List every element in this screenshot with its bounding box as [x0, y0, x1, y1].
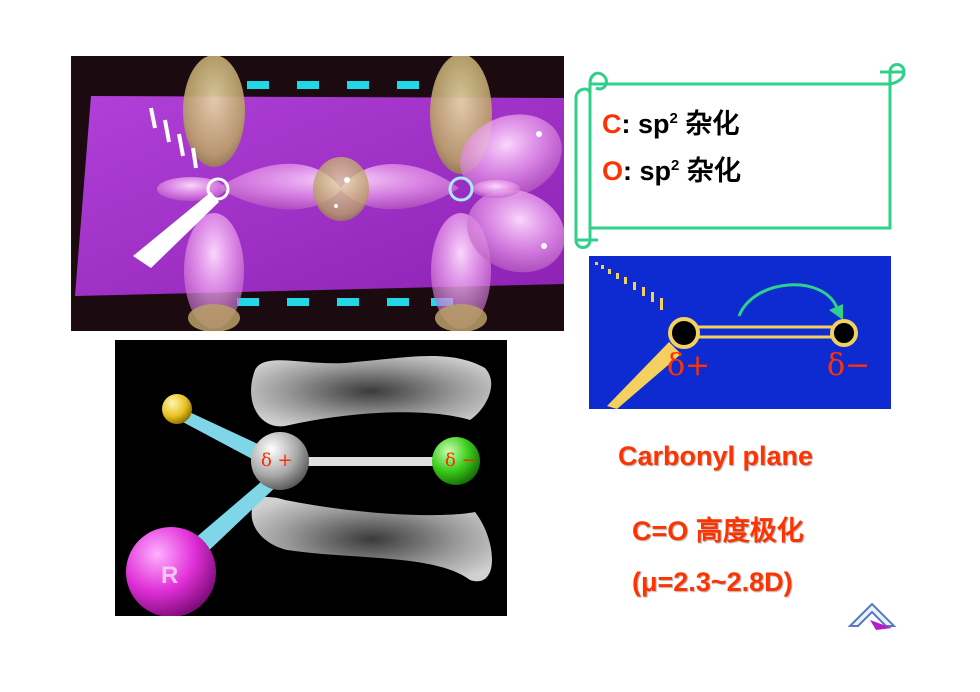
- wedge-bond: [133, 192, 219, 268]
- oxygen-charge-label: δ −: [445, 450, 477, 471]
- oxygen-superscript: 2: [671, 157, 680, 174]
- polarization-caption: C=O 高度极化: [632, 516, 804, 546]
- oxygen-orbital: : sp: [623, 156, 672, 186]
- oxygen-atom: [448, 176, 474, 202]
- hashed-bond: [149, 107, 198, 169]
- electron-shift-arrow: [737, 283, 839, 317]
- carbon-atom: [668, 317, 700, 349]
- carbon-hybridization-line: C: sp2 杂化: [602, 98, 741, 145]
- hybridization-text: C: sp2 杂化 O: sp2 杂化: [602, 98, 741, 192]
- polarity-panel: δ+ δ−: [589, 256, 891, 409]
- delta-minus-label: δ−: [827, 348, 871, 383]
- delta-plus-label: δ+: [667, 348, 711, 383]
- dipole-moment-caption: (μ=2.3~2.8D): [632, 567, 793, 597]
- r-group-label: R: [161, 562, 179, 589]
- oxygen-hybridization-line: O: sp2 杂化: [602, 145, 741, 192]
- carbon-atom: [206, 177, 230, 201]
- orbital-diagram: [71, 56, 564, 331]
- oxygen-symbol: O: [602, 156, 624, 186]
- lower-pi-cloud: [251, 497, 493, 582]
- hydrogen-atom: [162, 394, 192, 424]
- upper-pi-cloud: [251, 355, 492, 427]
- wedge-bond: [607, 342, 681, 409]
- carbon-superscript: 2: [669, 110, 678, 127]
- carbon-symbol: C: [602, 109, 622, 139]
- bond-to-r-group: [187, 470, 283, 558]
- hybridization-scroll: [568, 58, 908, 254]
- oxygen-ball: [432, 437, 480, 485]
- r-group-ball: [126, 527, 216, 616]
- oxygen-atom: [830, 319, 858, 347]
- bond-to-hydrogen: [179, 410, 275, 468]
- carbonyl-plane-caption: Carbonyl plane: [618, 441, 814, 471]
- carbon-hybrid-label: 杂化: [685, 109, 740, 139]
- home-navigation-icon[interactable]: [846, 598, 898, 632]
- carbon-orbital: : sp: [621, 109, 670, 139]
- carbon-oxygen-bond: [295, 457, 445, 466]
- hashed-bond-dots: [595, 262, 663, 310]
- carbon-charge-label: δ +: [261, 450, 293, 471]
- carbonyl-ball-model: δ + δ − R: [115, 340, 507, 616]
- oxygen-hybrid-label: 杂化: [686, 156, 741, 186]
- double-bond: [691, 325, 837, 339]
- carbon-ball: [251, 432, 309, 490]
